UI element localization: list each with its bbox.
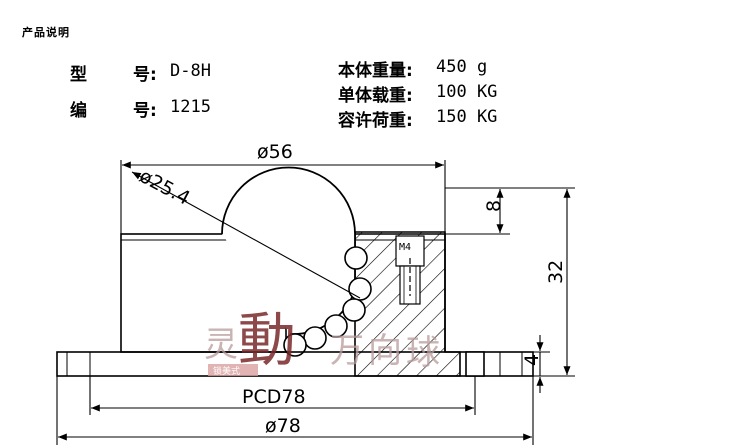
spec-body-weight-value: 450 g — [436, 57, 488, 77]
spec-model-label-b: 号: — [133, 65, 157, 85]
thread-label: M4 — [399, 242, 411, 253]
spec-model-value: D-8H — [170, 61, 211, 81]
watermark-char-2: 動 — [238, 306, 296, 374]
watermark-char-4: 向 — [368, 331, 402, 371]
screw-hole: M4 — [395, 235, 425, 305]
spec-unit-load-value: 100 KG — [436, 82, 498, 102]
spec-body-weight-label: 本体重量: — [338, 61, 413, 81]
dim-diameter-78 — [56, 376, 534, 445]
spec-unit-load-label: 单体载重: — [338, 86, 413, 106]
dim-ball-leader — [131, 171, 361, 299]
spec-code-label-b: 号: — [133, 101, 157, 121]
spec-allowable-load-label: 容许荷重: — [338, 111, 413, 131]
dim-8-label: 8 — [483, 200, 505, 212]
watermark-tag: 锁美式 — [213, 365, 240, 377]
dim-diameter-56 — [120, 160, 446, 234]
dim-ball-label: ø25.4 — [136, 165, 194, 210]
dim-78-label: ø78 — [265, 415, 301, 437]
dim-pcd-label: PCD78 — [242, 386, 306, 408]
watermark-char-3: 万 — [330, 331, 364, 371]
dim-pcd78 — [89, 376, 476, 415]
dim-4 — [533, 335, 550, 393]
watermark-char-5: 球 — [406, 333, 440, 373]
spec-code-label-a: 编 — [70, 101, 87, 121]
spec-allowable-load-value: 150 KG — [436, 107, 498, 127]
dim-4-label: 4 — [521, 354, 543, 366]
doc-title: 产品说明 — [22, 26, 70, 39]
watermark: 灵 動 万 向 球 锁美式 — [204, 306, 440, 377]
watermark-char-1: 灵 — [204, 325, 238, 365]
spec-code-value: 1215 — [170, 97, 211, 117]
dim-32-label: 32 — [545, 260, 567, 284]
spec-model-label-a: 型 — [70, 65, 87, 85]
flange-base — [56, 351, 534, 377]
support-balls — [283, 246, 372, 357]
dim-56-label: ø56 — [257, 141, 293, 163]
